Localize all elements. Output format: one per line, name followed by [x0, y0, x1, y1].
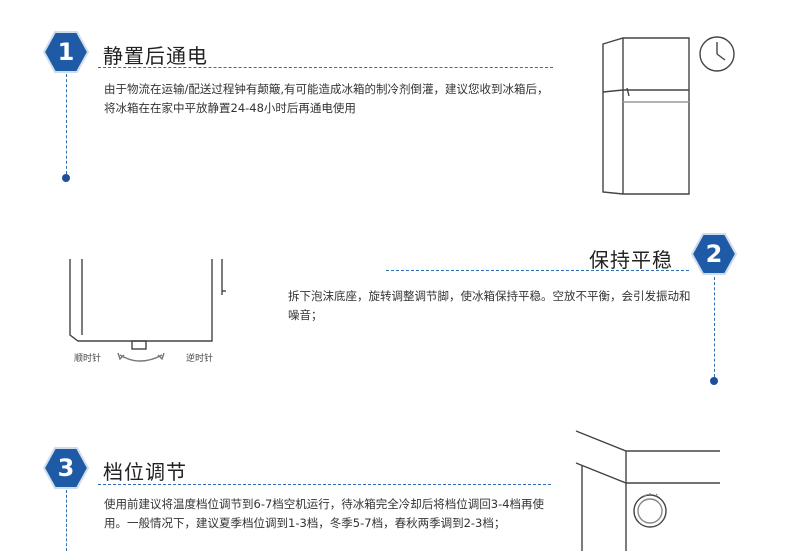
fridge-dial-illustration — [575, 430, 720, 551]
hexagon-icon — [43, 447, 89, 489]
fridge-clock-illustration — [602, 36, 735, 195]
fridge-leg-illustration — [69, 259, 226, 362]
counterclockwise-label: 逆时针 — [186, 354, 214, 364]
hexagon-icon — [43, 31, 89, 73]
step-2-divider — [386, 270, 689, 271]
step-1-dot — [62, 174, 70, 182]
step-2-connector — [714, 277, 715, 377]
hexagon-icon — [691, 233, 737, 275]
step-3-divider — [98, 484, 551, 485]
step-3-connector — [66, 490, 67, 551]
step-1-number: 1 — [57, 38, 75, 66]
clockwise-label: 顺时针 — [74, 354, 102, 364]
step-2-badge: 2 — [691, 232, 737, 276]
step-1-badge: 1 — [43, 30, 89, 74]
step-2-dot — [710, 377, 718, 385]
step-3-badge: 3 — [43, 446, 89, 490]
step-2-number: 2 — [705, 240, 723, 268]
step-1-text: 由于物流在运输/配送过程钟有颠簸,有可能造成冰箱的制冷剂倒灌，建议您收到冰箱后，… — [104, 82, 549, 115]
step-2-title: 保持平稳 — [589, 248, 673, 272]
step-1-divider — [98, 67, 553, 68]
step-3-title: 档位调节 — [103, 460, 187, 484]
step-2-text: 拆下泡沫底座，旋转调整调节脚，使冰箱保持平稳。空放不平衡，会引发振动和噪音； — [288, 289, 691, 322]
step-1-connector — [66, 74, 67, 174]
step-1-title: 静置后通电 — [103, 44, 208, 68]
step-3-text: 使用前建议将温度档位调节到6-7档空机运行，待冰箱完全冷却后将档位调回3-4档再… — [104, 497, 545, 530]
step-3-number: 3 — [57, 454, 75, 482]
